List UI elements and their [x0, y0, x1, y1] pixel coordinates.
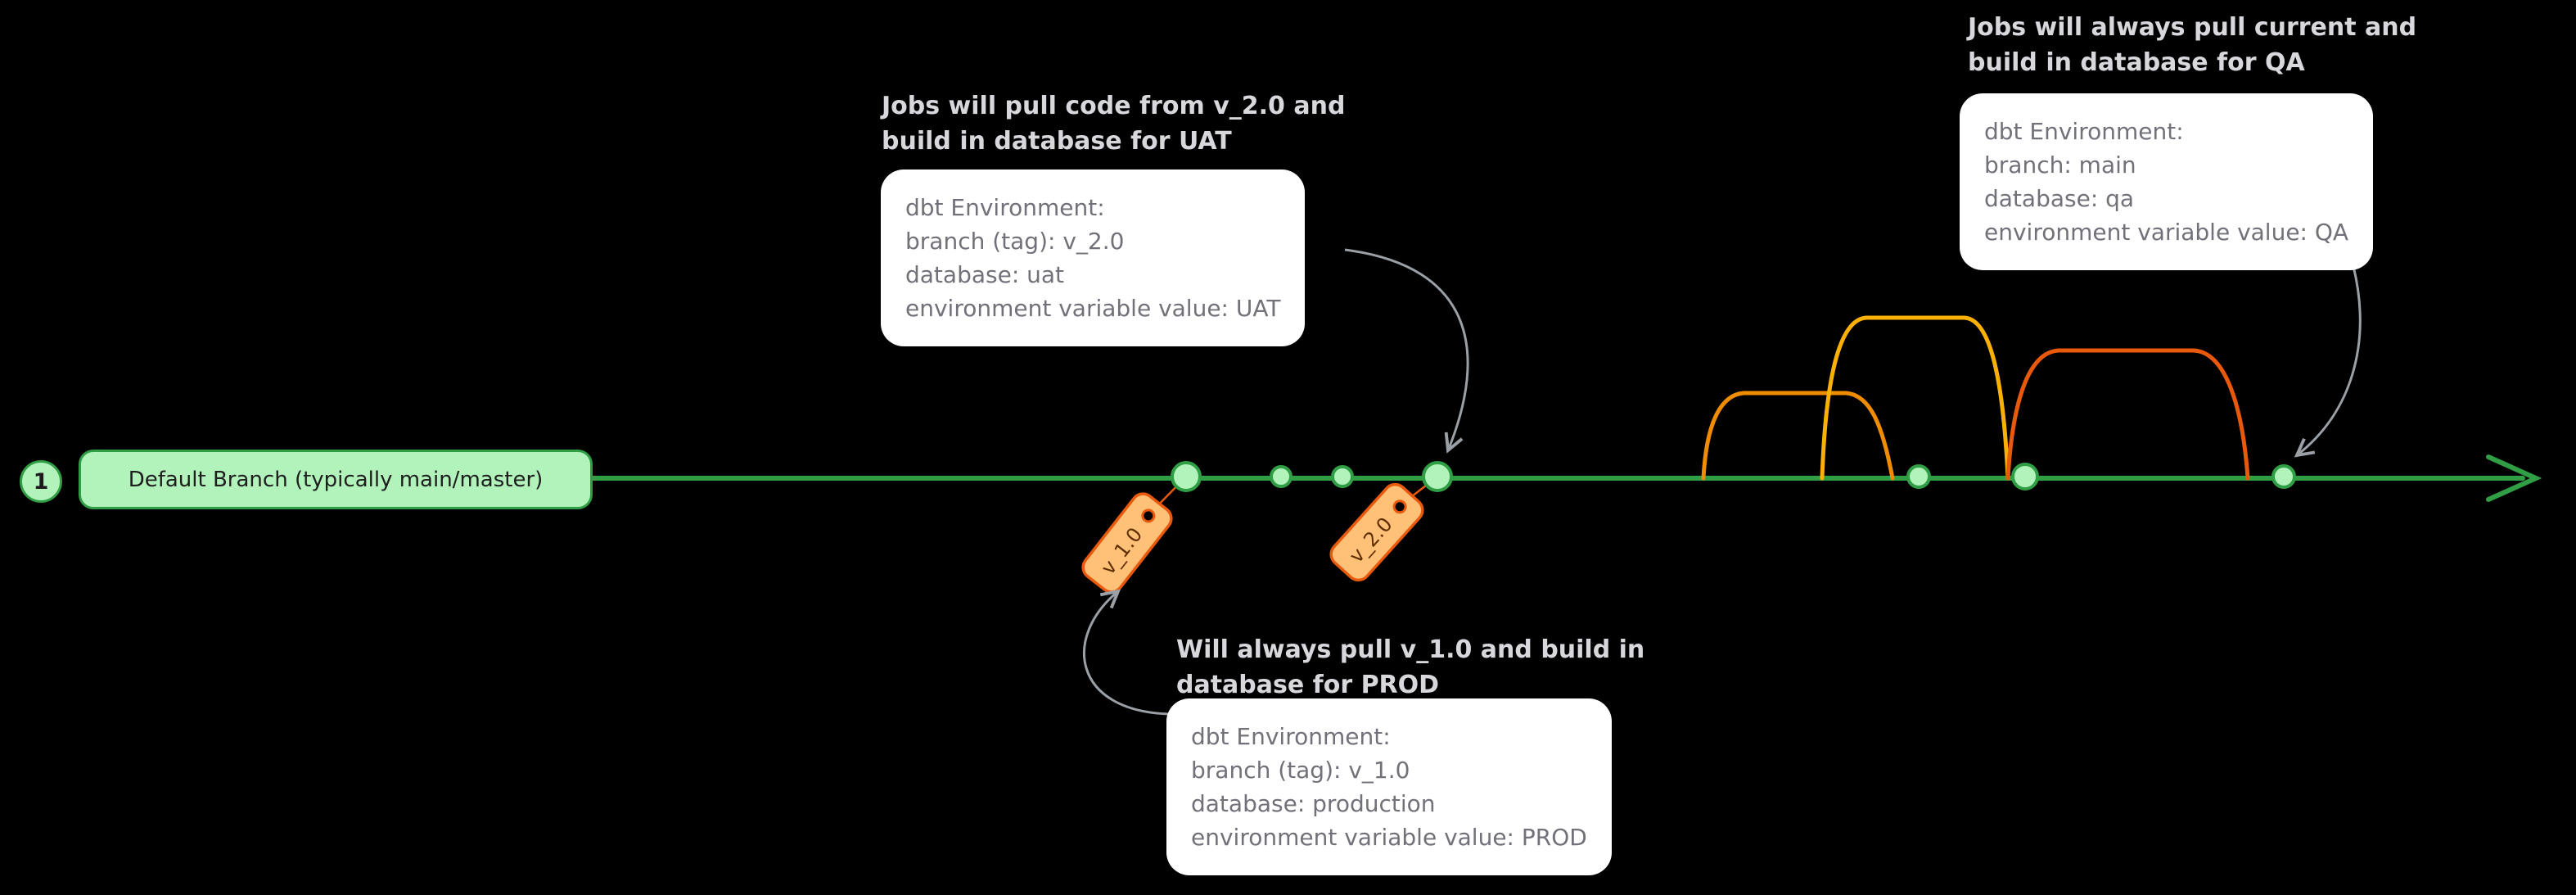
commit-dot	[1906, 464, 1931, 489]
version-tag-v1: v_1.0	[1081, 492, 1173, 594]
commit-dot	[2271, 464, 2296, 489]
prod-env-line: dbt Environment:	[1191, 723, 1391, 750]
feature-branch-arc-1	[1701, 391, 1895, 481]
qa-pointer-arrow-icon	[2294, 265, 2362, 458]
step-number: 1	[33, 468, 49, 495]
version-tag-v2: v_2.0	[1329, 482, 1424, 582]
qa-env-line: branch: main	[1984, 151, 2136, 179]
tag-v1-hole	[1141, 509, 1156, 523]
commit-dot	[2011, 463, 2039, 490]
uat-env-line: dbt Environment:	[905, 194, 1105, 221]
uat-env-line: database: uat	[905, 261, 1065, 288]
qa-title-line: build in database for QA	[1968, 48, 2305, 77]
qa-env-line: dbt Environment:	[1984, 118, 2184, 145]
prod-environment-card: dbt Environment: branch (tag): v_1.0 dat…	[1166, 698, 1612, 875]
step-number-badge: 1	[20, 460, 62, 503]
uat-title-line: build in database for UAT	[882, 127, 1232, 156]
main-branch-arrowhead-icon	[2486, 454, 2542, 502]
qa-callout-title: Jobs will always pull current and build …	[1968, 10, 2416, 80]
prod-title-line: database for PROD	[1176, 671, 1440, 699]
uat-env-line: branch (tag): v_2.0	[905, 228, 1125, 255]
prod-env-line: environment variable value: PROD	[1191, 824, 1587, 851]
uat-environment-card: dbt Environment: branch (tag): v_2.0 dat…	[881, 170, 1306, 346]
prod-pointer-arrow-icon	[1082, 589, 1170, 716]
qa-title-line: Jobs will always pull current and	[1968, 13, 2417, 42]
uat-pointer-arrow-icon	[1344, 248, 1469, 454]
uat-callout-title: Jobs will pull code from v_2.0 and build…	[882, 88, 1345, 159]
tag-v2-hole	[1392, 499, 1407, 514]
commit-dot	[1270, 465, 1293, 488]
prod-callout-title: Will always pull v_1.0 and build in data…	[1176, 632, 1644, 703]
uat-title-line: Jobs will pull code from v_2.0 and	[882, 92, 1346, 120]
prod-env-line: branch (tag): v_1.0	[1191, 757, 1410, 784]
default-branch-label: Default Branch (typically main/master)	[79, 450, 593, 509]
prod-env-line: database: production	[1191, 790, 1436, 817]
uat-env-line: environment variable value: UAT	[905, 295, 1281, 322]
qa-env-line: environment variable value: QA	[1984, 219, 2349, 246]
commit-dot	[1171, 461, 1202, 492]
feature-branch-arc-2	[1820, 315, 2010, 481]
qa-environment-card: dbt Environment: branch: main database: …	[1960, 93, 2374, 270]
feature-branch-arc-3	[2005, 348, 2250, 481]
qa-env-line: database: qa	[1984, 185, 2135, 212]
prod-title-line: Will always pull v_1.0 and build in	[1176, 635, 1645, 664]
commit-dot	[1331, 465, 1354, 488]
commit-dot	[1422, 461, 1453, 492]
